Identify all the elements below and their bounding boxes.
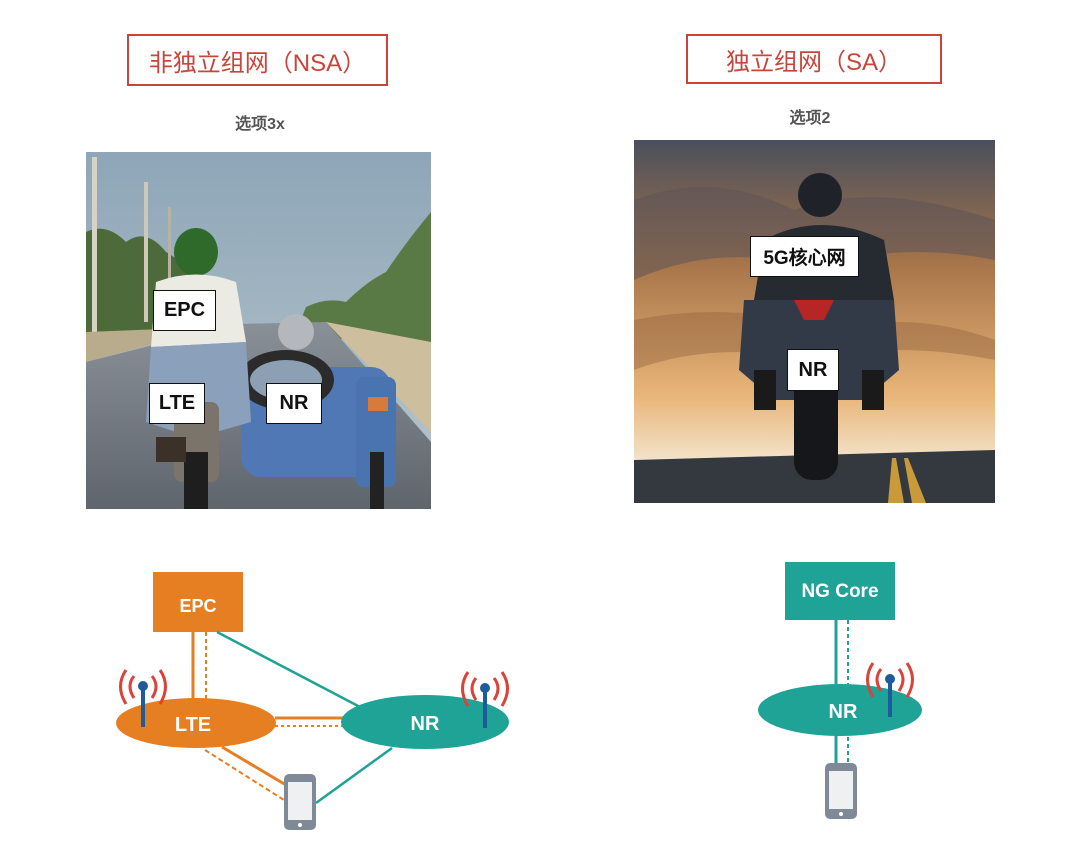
nr-phone-line [315, 746, 393, 805]
lte-phone-line [221, 745, 287, 787]
photo-label-lte: LTE [149, 383, 205, 424]
phone-icon [284, 774, 316, 830]
ng-core-node-label: NG Core [801, 581, 878, 602]
sa-title: 独立组网（SA） [686, 34, 942, 84]
nr-node [341, 695, 509, 749]
epc-node [153, 572, 243, 632]
photo-label-epc: EPC [153, 290, 216, 331]
motorcycle-sunset-illustration [634, 140, 995, 503]
sa-title-text: 独立组网（SA） [725, 48, 902, 76]
lte-node [116, 698, 276, 748]
sa-network-diagram: NG Core NR [758, 562, 922, 819]
epc-nr-line [216, 630, 361, 709]
nsa-option-label: 选项3x [235, 116, 285, 133]
lte-antenna-icon [119, 669, 167, 727]
lte-phone-dashed-line [204, 749, 285, 801]
nr-antenna-icon [461, 671, 509, 728]
sa-option-label: 选项2 [789, 110, 831, 127]
photo-label-nr: NR [266, 383, 322, 424]
nr-node-label: NR [411, 713, 440, 735]
nr-antenna-icon [866, 662, 914, 717]
lte-node-label: LTE [175, 714, 211, 736]
nsa-title: 非独立组网（NSA） [127, 34, 388, 86]
nr-node [758, 684, 922, 736]
nr-node-label: NR [829, 701, 858, 723]
photo-label-nr: NR [787, 349, 839, 391]
epc-node-label: EPC [179, 596, 216, 616]
sidecar-motorcycle-illustration [86, 152, 431, 509]
phone-icon [825, 763, 857, 819]
photo-label-5g-core: 5G核心网 [750, 236, 859, 277]
ng-core-node [785, 562, 895, 620]
nsa-title-text: 非独立组网（NSA） [148, 49, 367, 77]
nsa-network-diagram: EPC LTE NR [116, 572, 509, 830]
sa-motorcycle-photo: 5G核心网 NR [634, 140, 995, 503]
nsa-sidecar-photo: EPC LTE NR [86, 152, 431, 509]
